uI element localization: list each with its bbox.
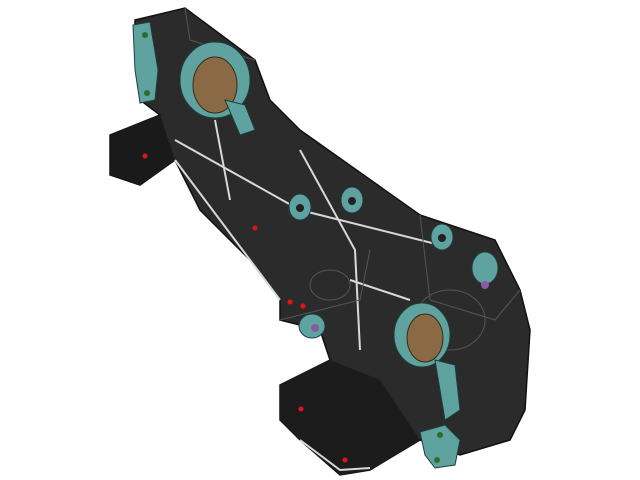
marker — [342, 457, 348, 463]
gasket-bottom — [419, 424, 461, 469]
cad-housing-part — [109, 7, 531, 476]
marker — [287, 299, 293, 305]
bottom-block — [280, 360, 420, 475]
gasket-top — [132, 21, 159, 104]
bore-upper — [179, 41, 256, 136]
washer — [471, 251, 499, 285]
bore-lower — [393, 302, 461, 421]
marker — [298, 406, 304, 412]
washer-holes — [296, 197, 489, 332]
marker — [142, 153, 148, 159]
side-bracket — [110, 115, 175, 185]
red-markers — [142, 153, 348, 463]
marker — [300, 303, 306, 309]
marker — [252, 225, 258, 231]
